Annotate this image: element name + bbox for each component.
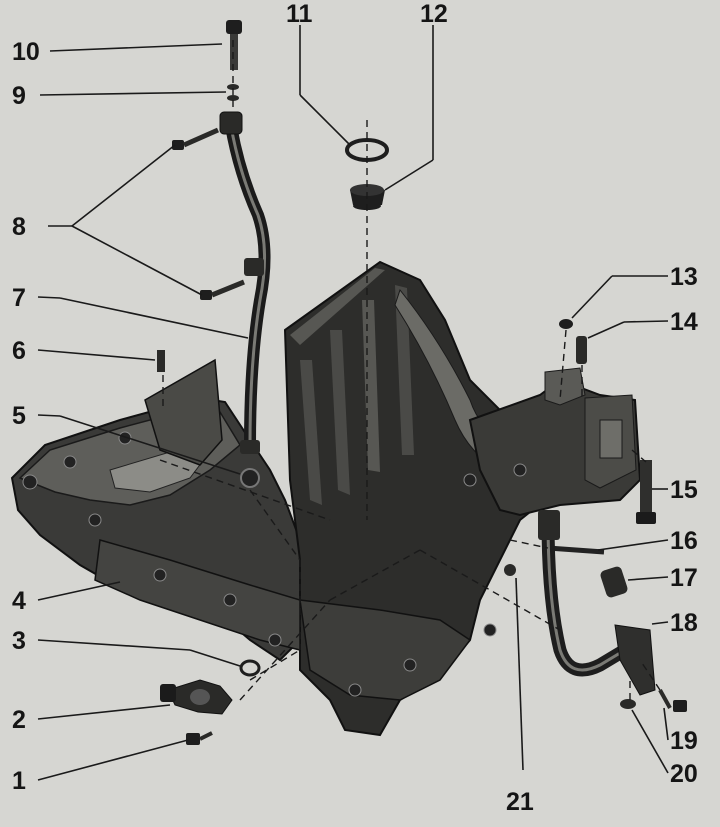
oil-level-sensor-2 xyxy=(160,679,233,715)
label-5: 5 xyxy=(12,402,26,430)
assembly-axis-lines xyxy=(159,40,661,701)
o-ring-5 xyxy=(240,468,260,488)
label-4: 4 xyxy=(12,587,26,615)
label-1: 1 xyxy=(12,767,26,795)
label-7: 7 xyxy=(12,284,26,312)
label-20: 20 xyxy=(670,760,698,788)
bolt-8-upper xyxy=(172,127,220,150)
bolt-8-lower xyxy=(200,279,245,300)
bolt-1 xyxy=(186,731,213,745)
pin-6 xyxy=(157,350,165,372)
seal-ring-3 xyxy=(239,659,261,677)
label-2: 2 xyxy=(12,706,26,734)
label-3: 3 xyxy=(12,627,26,655)
stud-16 xyxy=(547,545,605,555)
label-11: 11 xyxy=(286,0,313,28)
dipstick-guide-tube xyxy=(219,111,271,454)
sleeve-14 xyxy=(576,336,587,364)
washer-9b xyxy=(227,95,239,101)
washer-9a xyxy=(227,84,239,90)
oil-pipe-18 xyxy=(538,510,656,696)
oil-pan-casting xyxy=(10,260,642,737)
nut-13 xyxy=(559,319,573,329)
label-16: 16 xyxy=(670,527,698,555)
damper-17 xyxy=(600,566,628,598)
label-21: 21 xyxy=(506,788,534,816)
label-19: 19 xyxy=(670,727,698,755)
label-14: 14 xyxy=(670,308,698,336)
washer-21 xyxy=(504,564,516,576)
label-17: 17 xyxy=(670,564,698,592)
label-9: 9 xyxy=(12,82,26,110)
label-10: 10 xyxy=(12,38,40,66)
bolt-19 xyxy=(658,689,687,712)
leader-lines xyxy=(37,25,669,781)
label-12: 12 xyxy=(420,0,448,28)
bolt-15 xyxy=(636,460,656,524)
label-18: 18 xyxy=(670,609,698,637)
bolt-10 xyxy=(226,20,242,70)
part-number-labels: 10 9 8 7 6 5 4 3 2 1 11 12 13 14 15 16 1… xyxy=(12,0,698,816)
label-8: 8 xyxy=(12,213,26,241)
label-13: 13 xyxy=(670,263,698,291)
seal-20 xyxy=(620,699,636,709)
baffle-plate xyxy=(144,358,223,466)
label-6: 6 xyxy=(12,337,26,365)
label-15: 15 xyxy=(670,476,698,504)
